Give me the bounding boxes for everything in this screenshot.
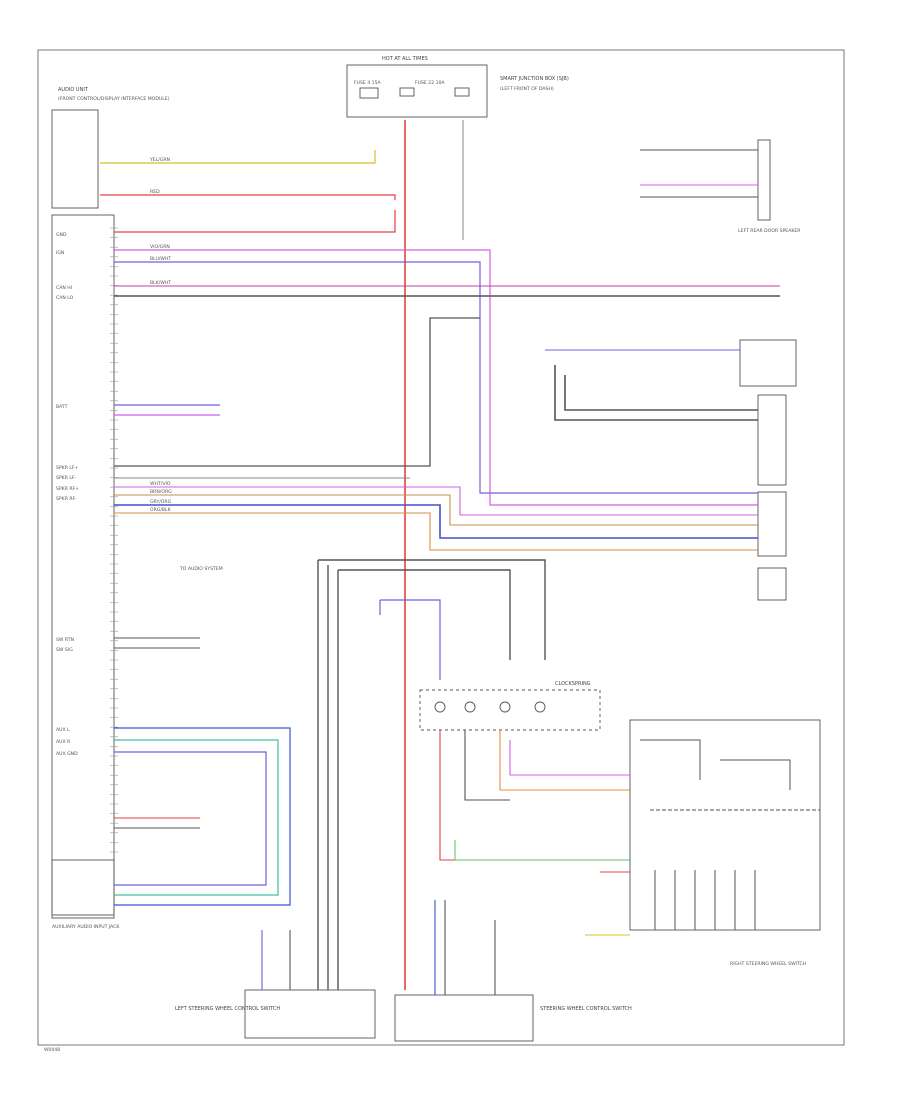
top-left-connector: AUDIO UNIT (FRONT CONTROL/DISPLAY INTERF… xyxy=(51,87,170,209)
wire-label: BRN/ORG xyxy=(150,489,172,495)
diagram-note: TO AUDIO SYSTEM xyxy=(179,566,223,572)
sjb-subtitle: (LEFT FRONT OF DASH) xyxy=(500,86,554,92)
rear-speaker-title: LEFT REAR DOOR SPEAKER xyxy=(738,228,801,234)
right-mid-connector-d xyxy=(757,567,787,601)
wire-label: BLK/WHT xyxy=(150,280,171,286)
right-switch-module xyxy=(629,719,821,931)
aux-input-box xyxy=(51,859,115,919)
pin-label: GND xyxy=(56,232,67,238)
pin-label: SPKR LF- xyxy=(56,475,77,481)
wire-label: YEL/GRN xyxy=(149,157,170,163)
wire-label: ORG/BLK xyxy=(150,507,172,513)
right-mid-connector-c xyxy=(757,491,787,557)
fuse-box-title: HOT AT ALL TIMES xyxy=(382,56,428,62)
pin-label: BATT xyxy=(56,404,68,410)
pin-label: AUX R xyxy=(56,739,71,745)
steering-module-box xyxy=(394,994,534,1042)
wire-label: BLU/WHT xyxy=(150,256,171,262)
pin-label: IGN xyxy=(56,250,64,256)
wire-label: WHT/VIO xyxy=(150,481,171,487)
right-mid-connector-a xyxy=(739,339,797,387)
wire-labels: RED YEL/GRN VIO/GRN BLU/WHT BLK/WHT WHT/… xyxy=(149,157,172,513)
pin-label: CAN LO xyxy=(56,295,74,301)
aux-input-title: AUXILIARY AUDIO INPUT JACK xyxy=(52,924,120,930)
clockspring-box xyxy=(419,689,601,731)
pin-label: SPKR LF+ xyxy=(56,465,79,471)
radio-unit-subtitle: (FRONT CONTROL/DISPLAY INTERFACE MODULE) xyxy=(58,96,170,102)
sjb-title: SMART JUNCTION BOX (SJB) xyxy=(500,76,569,82)
fuse-a-label: FUSE 4 15A xyxy=(354,80,382,86)
radio-unit-block xyxy=(51,214,115,916)
right-top-connector xyxy=(757,139,771,221)
clockspring-title: CLOCKSPRING xyxy=(555,681,591,687)
left-pin-labels: GND IGN CAN HI CAN LO BATT SPKR LF+ SPKR… xyxy=(56,232,79,757)
clockspring-pins xyxy=(434,701,546,713)
frame-label: W0048 xyxy=(44,1047,60,1053)
fuse-b-label: FUSE 22 10A xyxy=(415,80,445,86)
pin-ticks xyxy=(110,227,118,853)
pin-label: SPKR RF+ xyxy=(56,486,79,492)
fuse-box: HOT AT ALL TIMES FUSE 4 15A FUSE 22 10A xyxy=(346,56,488,118)
pin-label: AUX L xyxy=(56,727,70,733)
diagram-frame xyxy=(37,49,845,1046)
right-mid-connector-b xyxy=(757,394,787,486)
wires xyxy=(100,120,820,995)
pin-label: SW SIG xyxy=(56,647,73,653)
wire-label: GRY/ORG xyxy=(150,499,172,505)
pin-label: CAN HI xyxy=(56,285,72,291)
steering-switch-title: LEFT STEERING WHEEL CONTROL SWITCH xyxy=(175,1006,280,1012)
steering-switch-box xyxy=(244,989,376,1039)
steering-module-title: STEERING WHEEL CONTROL SWITCH xyxy=(540,1006,632,1012)
radio-unit-title: AUDIO UNIT xyxy=(58,87,89,93)
wire-label: VIO/GRN xyxy=(150,244,170,250)
wire-label: RED xyxy=(150,189,160,195)
right-switch-title: RIGHT STEERING WHEEL SWITCH xyxy=(730,961,806,967)
pin-label: SW RTN xyxy=(56,637,74,643)
pin-label: AUX GND xyxy=(56,751,78,757)
pin-label: SPKR RF- xyxy=(56,496,77,502)
